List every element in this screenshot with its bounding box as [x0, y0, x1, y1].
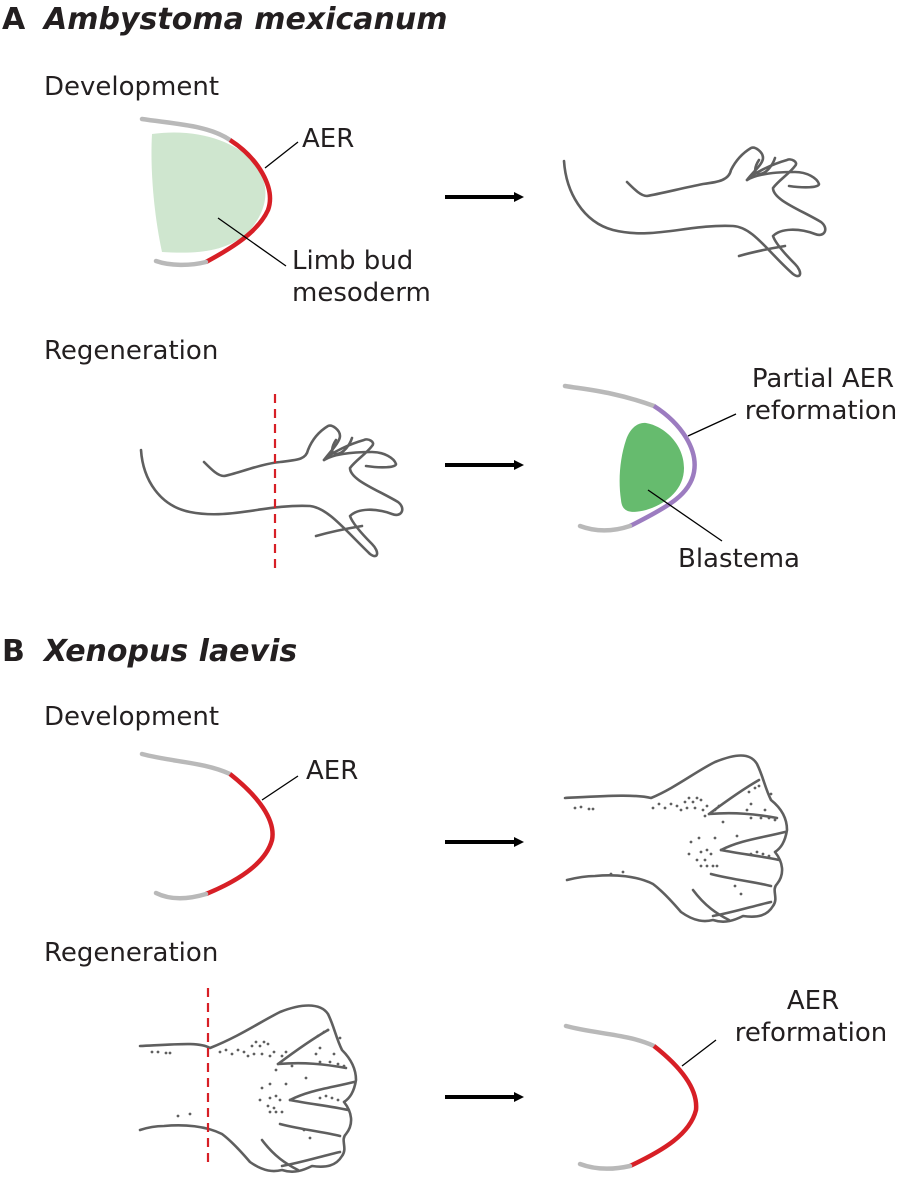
- ectoderm-bottom-gray: [153, 258, 209, 268]
- ectoderm-bottom-gray: [153, 890, 209, 901]
- panel-b-aer-reformation-label-line2: reformation: [734, 1018, 888, 1048]
- aer-leader-line: [681, 1039, 717, 1067]
- ectoderm-bottom-gray: [577, 1161, 633, 1171]
- panel-a-species-title: Ambystoma mexicanum: [44, 2, 448, 37]
- panel-a-mesoderm-label-line2: mesoderm: [292, 278, 431, 308]
- panel-a-blastema-label: Blastema: [678, 544, 800, 574]
- panel-b-development-title: Development: [44, 702, 220, 732]
- panel-a-development-title: Development: [44, 72, 220, 102]
- panel-b-letter: B: [2, 634, 25, 669]
- aer-leader-line: [261, 775, 299, 801]
- ectoderm-top-gray: [139, 751, 233, 777]
- xenopus-limb-developed: [563, 754, 789, 923]
- panel-a-limb-bud: [139, 116, 299, 268]
- aer-leader-line: [264, 141, 299, 169]
- panel-b-regenerating-bud: [563, 1023, 717, 1171]
- blastema: [619, 422, 684, 512]
- partial-aer-purple: [628, 404, 697, 529]
- ectoderm-top-gray: [139, 116, 233, 143]
- xenopus-skin-dots: [573, 784, 777, 896]
- panel-b-species-title: Xenopus laevis: [44, 634, 298, 669]
- panel-b-aer-label: AER: [306, 756, 359, 786]
- axolotl-limb-amputated: [139, 424, 404, 558]
- panel-b-limb-bud: [139, 751, 299, 901]
- aer-red: [205, 772, 275, 897]
- xenopus-limb-amputated: [138, 1004, 358, 1173]
- panel-a-mesoderm-label-line1: Limb bud: [292, 246, 414, 276]
- panel-a-regeneration-title: Regeneration: [44, 336, 219, 366]
- panel-a-letter: A: [2, 2, 26, 37]
- ectoderm-top-gray: [562, 383, 657, 409]
- panel-b-regeneration-title: Regeneration: [44, 938, 219, 968]
- mesoderm-leader-line: [217, 217, 287, 267]
- axolotl-limb-developed: [562, 146, 827, 278]
- aer-red: [629, 1044, 699, 1169]
- xenopus-skin-dots: [150, 1028, 346, 1140]
- panel-b-aer-reformation-label-line1: AER: [786, 986, 840, 1016]
- ectoderm-top-gray: [563, 1023, 657, 1049]
- panel-a-blastema-bud: [562, 383, 737, 542]
- partial-aer-leader-line: [687, 413, 737, 437]
- blastema-leader-line: [647, 489, 723, 542]
- aer-red: [204, 138, 273, 264]
- panel-a-partial-aer-label-line2: reformation: [744, 396, 898, 426]
- panel-a-aer-label: AER: [302, 124, 355, 154]
- limb-bud-mesoderm: [151, 132, 266, 253]
- ectoderm-bottom-gray: [577, 523, 633, 533]
- panel-a-partial-aer-label-line1: Partial AER: [751, 364, 895, 394]
